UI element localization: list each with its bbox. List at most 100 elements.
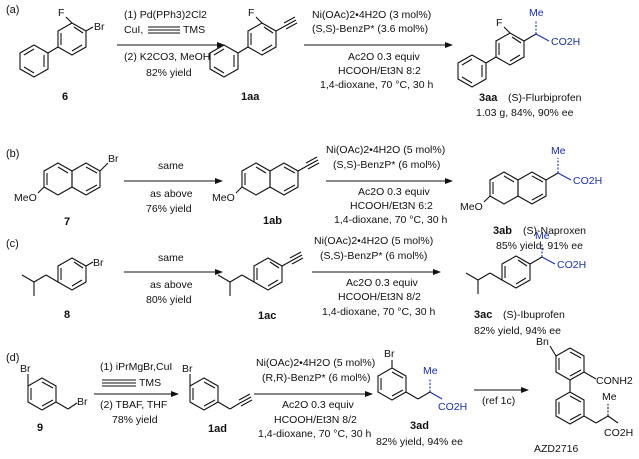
atom-me: Me	[602, 391, 617, 403]
step-d2-line1: Ni(OAc)2•4H2O (5 mol%)	[256, 357, 375, 369]
structure-1aa: F	[209, 7, 298, 78]
step-d2-line3: Ac2O 0.3 equiv	[282, 399, 355, 411]
row-label-c: (c)	[6, 238, 19, 250]
row-b: (b) Br MeO 7 same as above 76% yield	[6, 144, 602, 252]
compound-8-number: 8	[64, 309, 70, 321]
step-b2-line2: (S,S)-BenzP* (6 mol%)	[333, 159, 440, 171]
atom-f: F	[496, 17, 502, 29]
structure-azd2716: Bn CONH2 Me CO2H	[536, 336, 633, 439]
step-b1-line3: 76% yield	[146, 203, 192, 215]
step-c2-line1: Ni(OAc)2•4H2O (5 mol%)	[314, 235, 433, 247]
tms-alkyne-a	[148, 26, 180, 34]
row-d: (d) Br Br 9 (1) iPrMgBr,CuI TMS (2) TBAF…	[6, 336, 633, 455]
step-b2-line3: Ac2O 0.3 equiv	[358, 186, 431, 198]
compound-3ad-detail: 82% yield, 94% ee	[376, 436, 463, 448]
step-a2-line2: (S,S)-BenzP* (3.6 mol%)	[312, 23, 428, 35]
step-a2-line4: HCOOH/Et3N 8:2	[338, 65, 421, 77]
structure-3ad: Br Me CO2H	[377, 348, 467, 413]
atom-br: Br	[108, 153, 119, 165]
atom-meo: MeO	[460, 201, 483, 213]
compound-3ab-name: (S)-Naproxen	[523, 225, 586, 237]
compound-3ac-name: (S)-Ibuprofen	[503, 309, 565, 321]
step-d1-yield: 78% yield	[112, 414, 158, 426]
compound-3aa-name: (S)-Flurbiprofen	[508, 92, 582, 104]
step-c2-line5: 1,4-dioxane, 70 °C, 30 h	[322, 306, 436, 318]
step-b2-line4: HCOOH/Et3N 6:2	[350, 200, 433, 212]
compound-7-number: 7	[64, 216, 70, 228]
step-a1-yield: 82% yield	[146, 67, 192, 79]
structure-3ab: MeO Me CO2H	[460, 145, 602, 213]
step-d1-tms: TMS	[139, 377, 161, 389]
compound-azd2716-label: AZD2716	[534, 443, 579, 455]
compound-3ad-number: 3ad	[410, 420, 429, 432]
atom-br-aryl: Br	[20, 363, 31, 375]
step-d1-line1: (1) iPrMgBr,CuI	[100, 361, 172, 373]
compound-3aa-number: 3aa	[479, 92, 498, 104]
step-a1-line1: (1) Pd(PPh3)2Cl2	[124, 9, 207, 21]
atom-f: F	[248, 7, 254, 19]
compound-3ac-number: 3ac	[474, 309, 492, 321]
step-c2-line4: HCOOH/Et3N 8/2	[338, 291, 421, 303]
structure-1ad: Br	[182, 363, 253, 411]
step-a1-line2: CuI,	[124, 24, 143, 36]
step-d3-ref: (ref 1c)	[482, 395, 515, 407]
compound-6-number: 6	[62, 91, 68, 103]
step-a1-line3: (2) K2CO3, MeOH	[124, 51, 210, 63]
compound-3aa-detail: 1.03 g, 84%, 90% ee	[476, 107, 574, 119]
atom-br: Br	[94, 21, 105, 33]
compound-3ac-detail: 82% yield, 94% ee	[474, 325, 561, 337]
structure-3ac: Me CO2H	[465, 230, 586, 294]
step-b1-line1: same	[158, 160, 184, 172]
structure-6: F Br	[19, 7, 105, 78]
compound-1ad-number: 1ad	[208, 423, 227, 435]
step-b2-line1: Ni(OAc)2•4H2O (5 mol%)	[326, 144, 445, 156]
atom-me: Me	[423, 365, 438, 377]
step-a2-line1: Ni(OAc)2•4H2O (3 mol%)	[312, 9, 431, 21]
compound-1aa-number: 1aa	[241, 91, 260, 103]
row-label-b: (b)	[6, 148, 19, 160]
atom-br-benzyl: Br	[77, 396, 88, 408]
atom-br: Br	[384, 348, 395, 360]
structure-9: Br Br	[20, 363, 88, 411]
step-a1-tms: TMS	[183, 24, 205, 36]
atom-me: Me	[529, 7, 544, 19]
atom-br: Br	[93, 257, 104, 269]
tms-alkyne-d	[102, 379, 136, 387]
row-c: (c) Br 8 same as above 80% yield	[6, 230, 586, 337]
row-label-a: (a)	[6, 4, 19, 16]
step-d2-line4: HCOOH/Et3N 8/2	[274, 414, 357, 426]
atom-meo: MeO	[212, 192, 235, 204]
step-c1-line3: 80% yield	[146, 294, 192, 306]
structure-1ab: MeO	[212, 156, 320, 204]
compound-9-number: 9	[37, 422, 43, 434]
atom-conh2: CONH2	[596, 375, 633, 387]
step-b1-line2: as above	[150, 188, 193, 200]
step-c1-line1: same	[158, 252, 184, 264]
structure-7: Br MeO	[14, 153, 119, 204]
step-c2-line3: Ac2O 0.3 equiv	[346, 277, 419, 289]
atom-co2h: CO2H	[557, 259, 586, 271]
step-a2-line3: Ac2O 0.3 equiv	[348, 51, 421, 63]
step-d2-line5: 1,4-dioxane, 70 °C, 30 h	[258, 428, 372, 440]
atom-f: F	[58, 7, 64, 19]
atom-me: Me	[535, 230, 550, 242]
row-label-d: (d)	[6, 352, 19, 364]
atom-meo: MeO	[14, 192, 37, 204]
step-d1-line2: (2) TBAF, THF	[100, 399, 167, 411]
step-b2-line5: 1,4-dioxane, 70 °C, 30 h	[334, 214, 448, 226]
step-d2-line2: (R,R)-BenzP* (6 mol%)	[262, 372, 371, 384]
atom-bn: Bn	[536, 336, 549, 348]
atom-co2h: CO2H	[551, 36, 580, 48]
row-a: (a) F Br 6 (1) Pd(PPh3)2Cl2 CuI, TMS	[6, 4, 582, 119]
structure-8: Br	[21, 257, 104, 296]
step-a2-line5: 1,4-dioxane, 70 °C, 30 h	[320, 79, 434, 91]
compound-3ab-detail: 85% yield, 91% ee	[496, 240, 583, 252]
atom-co2h: CO2H	[573, 175, 602, 187]
compound-3ab-number: 3ab	[493, 225, 512, 237]
compound-1ac-number: 1ac	[258, 310, 276, 322]
structure-3aa: F Me CO2H	[457, 7, 580, 88]
atom-br: Br	[182, 363, 193, 375]
compound-1ab-number: 1ab	[263, 215, 282, 227]
step-c1-line2: as above	[150, 279, 193, 291]
